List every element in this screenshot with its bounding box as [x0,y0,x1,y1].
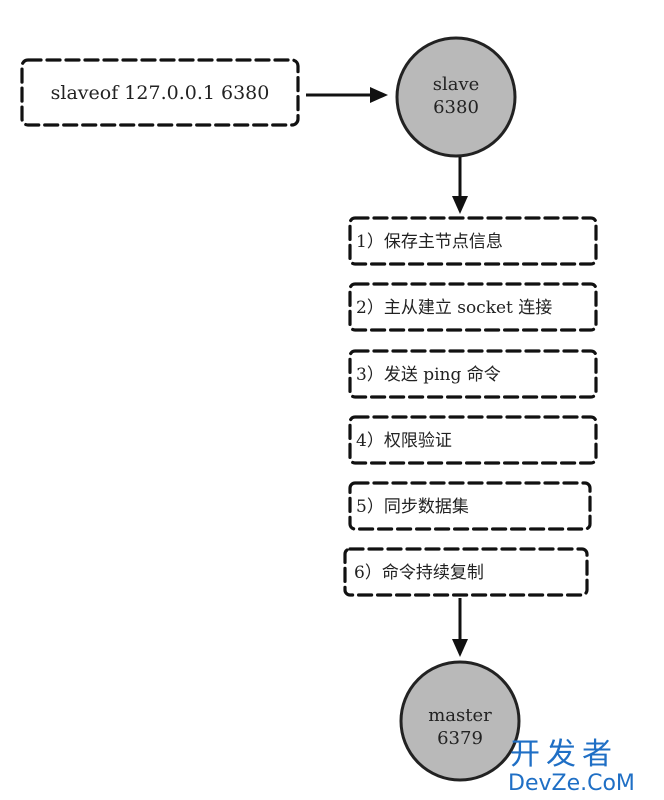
step-box-2: 2）主从建立 socket 连接 [348,282,598,332]
command-box: slaveof 127.0.0.1 6380 [20,58,300,127]
step-label-2: 2）主从建立 socket 连接 [356,298,552,318]
slave-node-port: 6380 [433,97,479,118]
step-label-3: 3）发送 ping 命令 [356,365,501,385]
arrow-slave-to-steps [452,157,468,214]
master-node: master 6379 [399,660,521,782]
step-label-4: 4）权限验证 [356,431,452,451]
step-box-6: 6）命令持续复制 [343,547,589,597]
command-label: slaveof 127.0.0.1 6380 [51,82,270,104]
step-label-1: 1）保存主节点信息 [356,232,503,252]
arrow-steps-to-master [452,598,468,657]
master-node-name: master [428,705,492,726]
step-box-4: 4）权限验证 [348,415,598,465]
slave-node-name: slave [433,74,480,95]
step-box-5: 5）同步数据集 [348,481,592,531]
watermark: 开发者 DevZe.CoM [508,737,635,796]
step-box-3: 3）发送 ping 命令 [348,349,598,399]
step-label-5: 5）同步数据集 [356,497,469,517]
watermark-line-2: DevZe.CoM [508,771,635,796]
arrow-command-to-slave [306,87,388,103]
master-node-port: 6379 [437,728,483,749]
slave-node: slave 6380 [395,36,517,158]
step-box-1: 1）保存主节点信息 [348,216,598,266]
watermark-line-1: 开发者 [510,737,618,772]
step-label-6: 6）命令持续复制 [354,563,484,583]
